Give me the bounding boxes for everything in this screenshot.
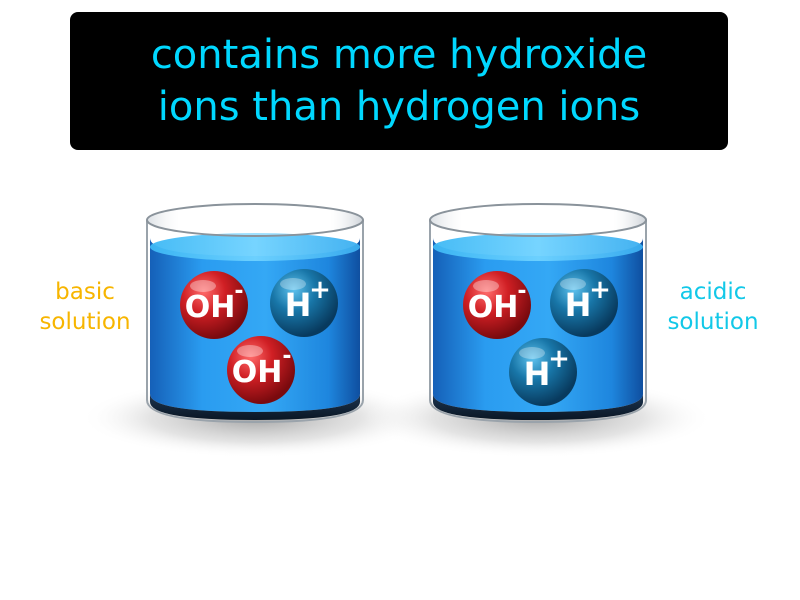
beaker-glass: [429, 220, 647, 424]
title-line-2: ions than hydrogen ions: [157, 84, 641, 130]
beaker-bottom: [433, 394, 643, 420]
title-banner: contains more hydroxide ions than hydrog…: [70, 12, 728, 150]
beaker-bottom: [150, 394, 360, 420]
liquid-surface: [433, 233, 643, 261]
hydrogen-ion: H +: [270, 269, 338, 337]
beaker-rim: [429, 203, 647, 237]
label-line-2: solution: [39, 309, 131, 335]
hydroxide-ion: OH -: [180, 271, 248, 339]
hydroxide-ion: OH -: [227, 336, 295, 404]
ion-formula: OH: [232, 355, 283, 390]
hydrogen-ion: H +: [509, 338, 577, 406]
ion-charge: -: [517, 279, 526, 304]
liquid-surface: [150, 233, 360, 261]
ion-charge: +: [548, 344, 570, 374]
ion-formula: H: [565, 286, 592, 324]
hydrogen-ion: H +: [550, 269, 618, 337]
ion-formula: OH: [185, 290, 236, 325]
ion-formula: H: [285, 286, 312, 324]
basic-solution-label: basic solution: [20, 277, 150, 337]
label-line-1: acidic: [679, 279, 747, 305]
hydroxide-ion: OH -: [463, 271, 531, 339]
ion-formula: H: [524, 355, 551, 393]
acidic-beaker: OH - H + H +: [363, 203, 713, 458]
beaker-glass: [146, 220, 364, 424]
ion-charge: -: [234, 279, 243, 304]
ion-formula: OH: [468, 290, 519, 325]
ion-charge: -: [282, 344, 291, 369]
title-line-1: contains more hydroxide: [150, 32, 648, 78]
label-line-1: basic: [55, 279, 115, 305]
beaker-rim: [146, 203, 364, 237]
ion-charge: +: [589, 275, 611, 305]
ion-charge: +: [309, 275, 331, 305]
acidic-solution-label: acidic solution: [648, 277, 778, 337]
label-line-2: solution: [667, 309, 759, 335]
basic-beaker: OH - H + OH -: [80, 203, 430, 458]
